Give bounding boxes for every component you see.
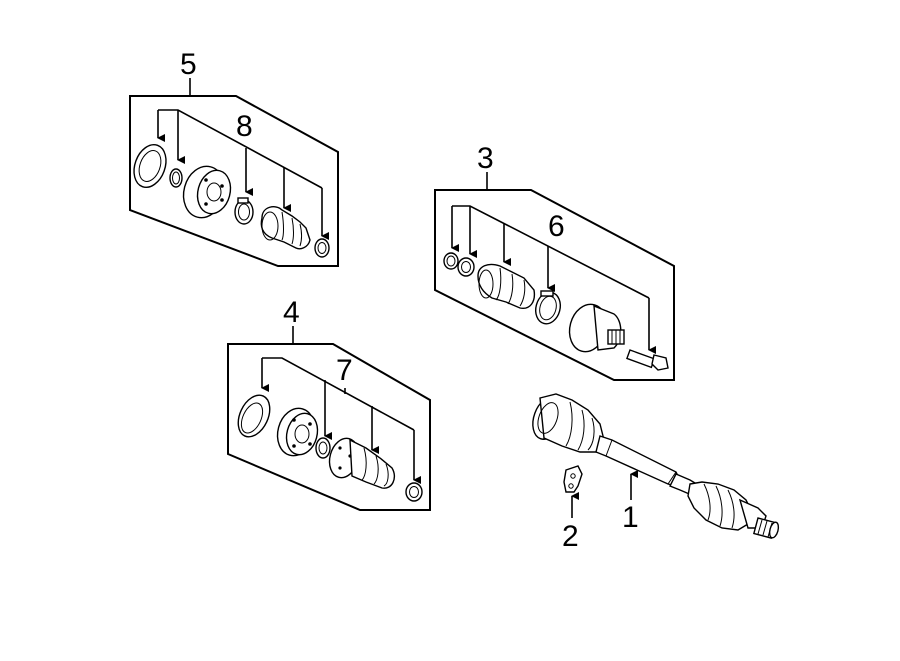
inner-joint-part[interactable] bbox=[178, 162, 235, 223]
cv-boot-part[interactable] bbox=[260, 206, 311, 250]
snap-ring-part[interactable] bbox=[169, 168, 183, 188]
cv-boot-part[interactable] bbox=[477, 263, 536, 309]
kit-4-bracket bbox=[262, 357, 415, 431]
axle-assembly-group: 1 2 bbox=[527, 393, 780, 553]
boot-clamp-small-part[interactable] bbox=[405, 482, 423, 502]
cv-boot-cap-part[interactable] bbox=[128, 140, 171, 192]
callout-3[interactable]: 3 bbox=[477, 142, 494, 175]
snap-ring-part[interactable] bbox=[457, 257, 475, 277]
kit-5-group: 5 8 bbox=[128, 48, 339, 267]
kit-5-frame bbox=[129, 95, 339, 267]
callout-7[interactable]: 7 bbox=[336, 354, 353, 387]
boot-clamp-large-part[interactable] bbox=[234, 197, 254, 225]
kit-3-group: 3 6 bbox=[434, 142, 675, 381]
boot-clamp-small-part[interactable] bbox=[314, 238, 330, 258]
outer-joint-part[interactable] bbox=[564, 300, 625, 356]
cv-boot-part[interactable] bbox=[325, 435, 396, 489]
kit-4-frame bbox=[227, 343, 431, 511]
boot-clamp-part[interactable] bbox=[532, 289, 563, 326]
cv-boot-cap-part[interactable] bbox=[232, 390, 276, 442]
snap-ring-part[interactable] bbox=[315, 437, 331, 459]
drive-axle-part[interactable] bbox=[527, 393, 780, 539]
callout-1[interactable]: 1 bbox=[622, 501, 639, 534]
kit-3-frame bbox=[434, 189, 675, 381]
callout-2[interactable]: 2 bbox=[562, 520, 579, 553]
kit-4-group: 4 7 bbox=[227, 296, 431, 511]
inner-joint-part[interactable] bbox=[272, 404, 322, 460]
callout-4[interactable]: 4 bbox=[283, 296, 300, 329]
callout-6[interactable]: 6 bbox=[548, 210, 565, 243]
callout-5[interactable]: 5 bbox=[180, 48, 197, 81]
bracket-clip-part[interactable] bbox=[563, 465, 583, 493]
axle-bolt-part[interactable] bbox=[626, 349, 669, 371]
small-clamp-part[interactable] bbox=[443, 252, 459, 270]
callout-8[interactable]: 8 bbox=[236, 110, 253, 143]
